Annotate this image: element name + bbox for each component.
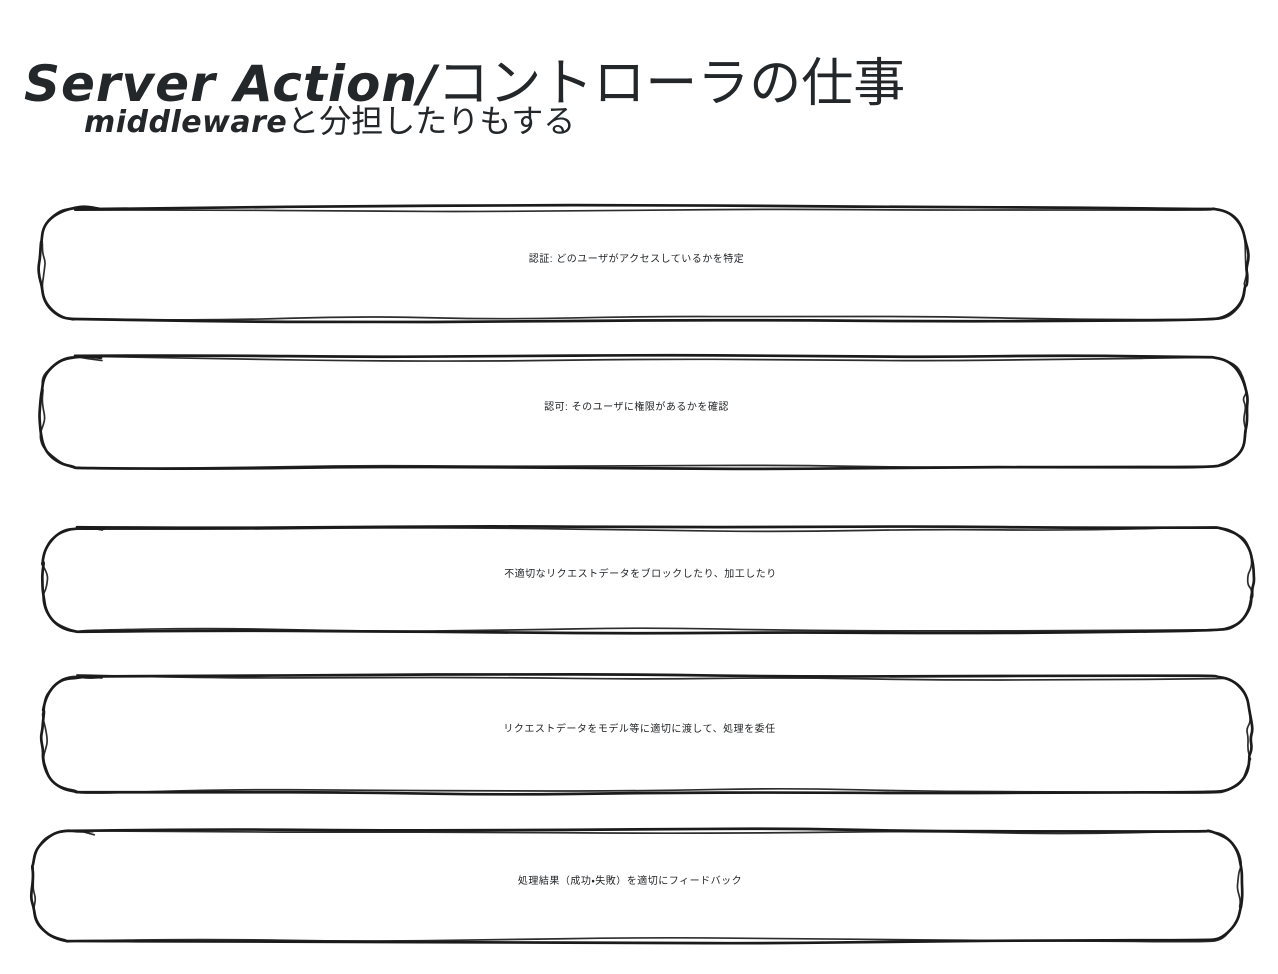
box-request-filtering[interactable]: 不適切なリクエストデータをブロックしたり、加工したり: [36, 521, 1256, 635]
rough-stroke-pass-1: [37, 203, 1250, 324]
rough-stroke-pass-1: [29, 827, 1244, 945]
page-title-latin: Server Action/: [24, 54, 438, 113]
page-title-jp: コントローラの仕事: [437, 54, 906, 113]
page-subtitle-jp: と分担したりもする: [287, 103, 576, 139]
rough-stroke-pass-2: [40, 206, 1248, 321]
rough-stroke-pass-2: [40, 526, 1253, 633]
box-authentication-label: 認証: どのユーザがアクセスしているかを特定: [528, 253, 745, 265]
box-authorization[interactable]: 認可: そのユーザに権限があるかを確認: [34, 350, 1249, 471]
rough-stroke-pass-2: [32, 829, 1243, 943]
rough-rounded-rect-outline: [39, 672, 1254, 796]
rough-stroke-pass-1: [40, 525, 1256, 635]
page-subtitle-latin: middleware: [84, 105, 288, 140]
rough-rounded-rect-outline: [37, 203, 1250, 324]
box-feedback-result-label: 処理結果（成功・失敗）を適切にフィードバック: [517, 875, 743, 887]
box-delegate-to-model[interactable]: リクエストデータをモデル等に適切に渡して、処理を委任: [36, 670, 1254, 796]
box-authentication[interactable]: 認証: どのユーザがアクセスしているかを特定: [34, 201, 1250, 324]
page-title: Server Action/コントローラの仕事: [24, 53, 1254, 115]
box-authorization-label: 認可: そのユーザに権限があるかを確認: [544, 401, 729, 413]
box-feedback-result[interactable]: 処理結果（成功・失敗）を適切にフィードバック: [26, 824, 1244, 945]
box-delegate-to-model-label: リクエストデータをモデル等に適切に渡して、処理を委任: [503, 724, 776, 735]
rough-stroke-pass-2: [41, 674, 1252, 794]
rough-rounded-rect-outline: [40, 525, 1256, 635]
page-subtitle: middlewareと分担したりもする: [84, 100, 575, 144]
rough-rounded-rect-outline: [29, 827, 1244, 945]
rough-rounded-rect-outline: [38, 353, 1249, 471]
box-request-filtering-label: 不適切なリクエストデータをブロックしたり、加工したり: [504, 569, 777, 580]
rough-stroke-pass-2: [39, 355, 1247, 470]
